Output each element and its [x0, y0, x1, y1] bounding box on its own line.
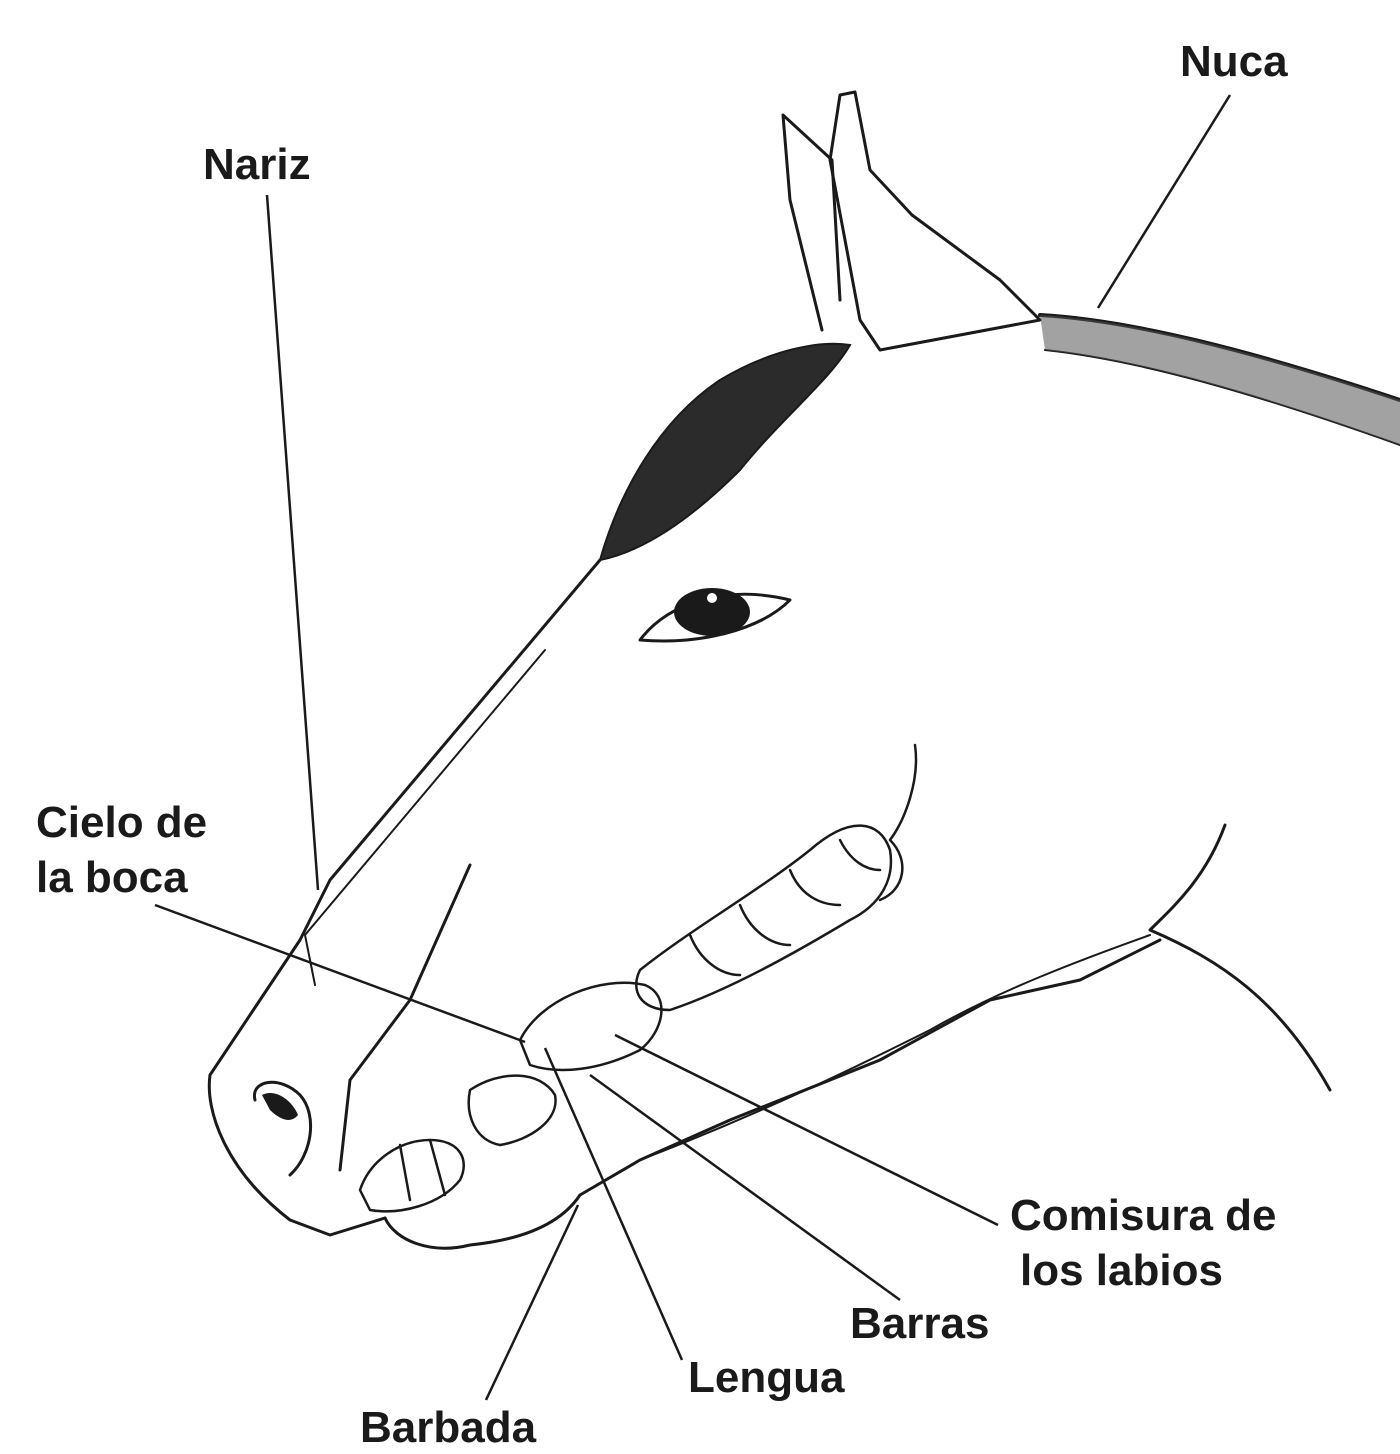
- front-ear: [830, 92, 1040, 350]
- label-nariz: Nariz: [203, 139, 311, 191]
- comisura-pointer: [615, 1035, 998, 1225]
- face-profile-inner: [305, 650, 545, 985]
- forelock: [600, 344, 850, 560]
- nariz-pointer: [267, 195, 318, 890]
- nostril-dark: [262, 1093, 298, 1120]
- mane-shading: [1040, 315, 1400, 445]
- upper-lip-contour: [340, 865, 470, 1170]
- eye-highlight: [707, 593, 717, 603]
- label-barbada: Barbada: [360, 1402, 536, 1454]
- barras-pointer: [590, 1075, 900, 1300]
- label-nuca: Nuca: [1180, 36, 1288, 88]
- jaw-line: [880, 745, 916, 900]
- upper-molars: [636, 826, 891, 1010]
- lengua-pointer: [545, 1048, 682, 1360]
- label-cielo-de-la-boca-line2: la boca: [36, 852, 188, 904]
- label-comisura-line1: Comisura de: [1010, 1190, 1277, 1242]
- label-barras: Barras: [850, 1298, 989, 1350]
- label-cielo-de-la-boca-line1: Cielo de: [36, 797, 207, 849]
- cheek-line: [1150, 825, 1330, 1090]
- barbada-pointer: [486, 1205, 578, 1400]
- cielo-pointer: [155, 905, 525, 1042]
- chin-curve: [580, 940, 1160, 1195]
- lower-lip: [385, 1195, 580, 1248]
- nuca-pointer: [1098, 95, 1230, 308]
- label-lengua: Lengua: [688, 1352, 844, 1404]
- incisors: [360, 1076, 556, 1212]
- face-profile: [209, 560, 600, 1235]
- label-comisura-line2: los labios: [1020, 1245, 1223, 1297]
